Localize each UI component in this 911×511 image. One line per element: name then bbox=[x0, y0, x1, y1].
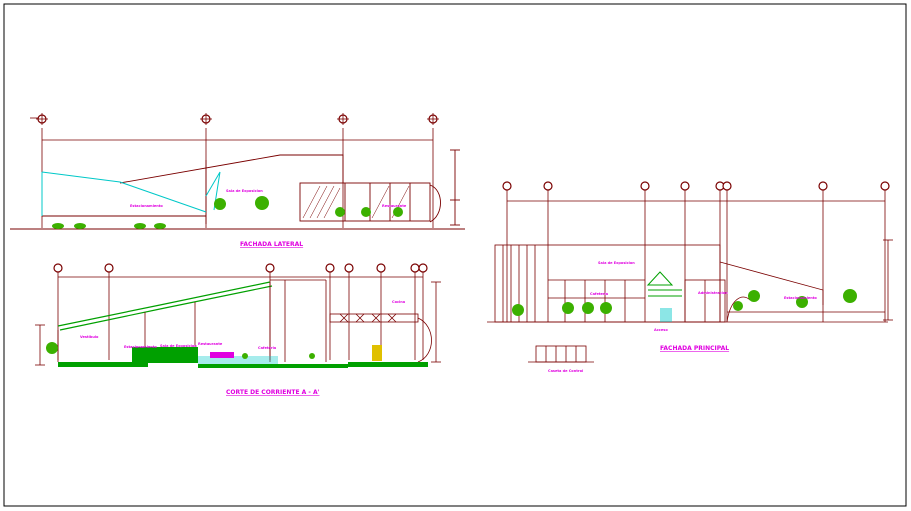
grid-bubble bbox=[376, 263, 386, 273]
lateral-label-restaurante: Restaurante bbox=[382, 204, 407, 208]
grid-bubble bbox=[344, 263, 354, 273]
tree-icon bbox=[600, 302, 612, 314]
detail-caption: Caseta de Control bbox=[548, 369, 583, 373]
tree-icon bbox=[52, 223, 64, 229]
corte-seccion bbox=[35, 263, 441, 368]
principal-label-administracion: Administracion bbox=[698, 291, 728, 295]
grid-bubble bbox=[543, 181, 553, 191]
tree-icon bbox=[562, 302, 574, 314]
tree-icon bbox=[393, 207, 403, 217]
grid-bubble bbox=[722, 181, 732, 191]
tree-icon bbox=[154, 223, 166, 229]
tree-icon bbox=[512, 304, 524, 316]
corte-label-restaurante: Restaurante bbox=[198, 342, 223, 346]
tree-icon bbox=[733, 301, 743, 311]
corte-label-cocina: Cocina bbox=[392, 300, 406, 304]
grid-bubble bbox=[104, 263, 114, 273]
fachada-principal bbox=[487, 181, 893, 323]
tree-icon bbox=[843, 289, 857, 303]
corte-label-vestibulo: Vestibulo bbox=[80, 335, 99, 339]
grid-bubble bbox=[680, 181, 690, 191]
grid-bubble bbox=[880, 181, 890, 191]
corte-label-sala: Sala de Exposicion bbox=[160, 344, 197, 348]
fachada-principal-title: FACHADA PRINCIPAL bbox=[660, 345, 729, 352]
fachada-lateral bbox=[10, 113, 465, 230]
tree-icon bbox=[214, 198, 226, 210]
corte-title: CORTE DE CORRIENTE A - A' bbox=[226, 389, 320, 396]
principal-label-estacionamiento: Estacionamiento bbox=[784, 296, 817, 300]
lateral-label-sala: Sala de Exposicion bbox=[226, 189, 263, 193]
grid-bubble bbox=[818, 181, 828, 191]
grid-bubble bbox=[640, 181, 650, 191]
drawing-labels: FACHADA LATERAL Estacionamiento Sala de … bbox=[80, 189, 817, 396]
tree-icon bbox=[255, 196, 269, 210]
grid-bubble bbox=[418, 263, 428, 273]
grid-bubble bbox=[410, 263, 420, 273]
grid-bubble bbox=[325, 263, 335, 273]
tree-icon bbox=[46, 342, 58, 354]
caseta-detalle bbox=[528, 345, 594, 363]
tree-icon bbox=[74, 223, 86, 229]
tree-icon bbox=[796, 296, 808, 308]
principal-label-cafeteria: Cafeteria bbox=[590, 292, 609, 296]
tree-icon bbox=[242, 353, 248, 359]
tree-icon bbox=[361, 207, 371, 217]
grid-bubble bbox=[53, 263, 63, 273]
principal-label-sala: Sala de Exposicion bbox=[598, 261, 635, 265]
tree-icon bbox=[309, 353, 315, 359]
corte-label-cafeteria: Cafeteria bbox=[258, 346, 277, 350]
tree-icon bbox=[582, 302, 594, 314]
tree-icon bbox=[134, 223, 146, 229]
tree-icon bbox=[748, 290, 760, 302]
fachada-lateral-title: FACHADA LATERAL bbox=[240, 241, 303, 248]
grid-bubble bbox=[502, 181, 512, 191]
corte-label-estacionamiento: Estacionamiento bbox=[124, 345, 157, 349]
sheet-border bbox=[3, 3, 907, 507]
tree-icon bbox=[335, 207, 345, 217]
lateral-label-estacionamiento: Estacionamiento bbox=[130, 204, 163, 208]
principal-label-acceso: Acceso bbox=[654, 328, 668, 332]
grid-bubble bbox=[265, 263, 275, 273]
